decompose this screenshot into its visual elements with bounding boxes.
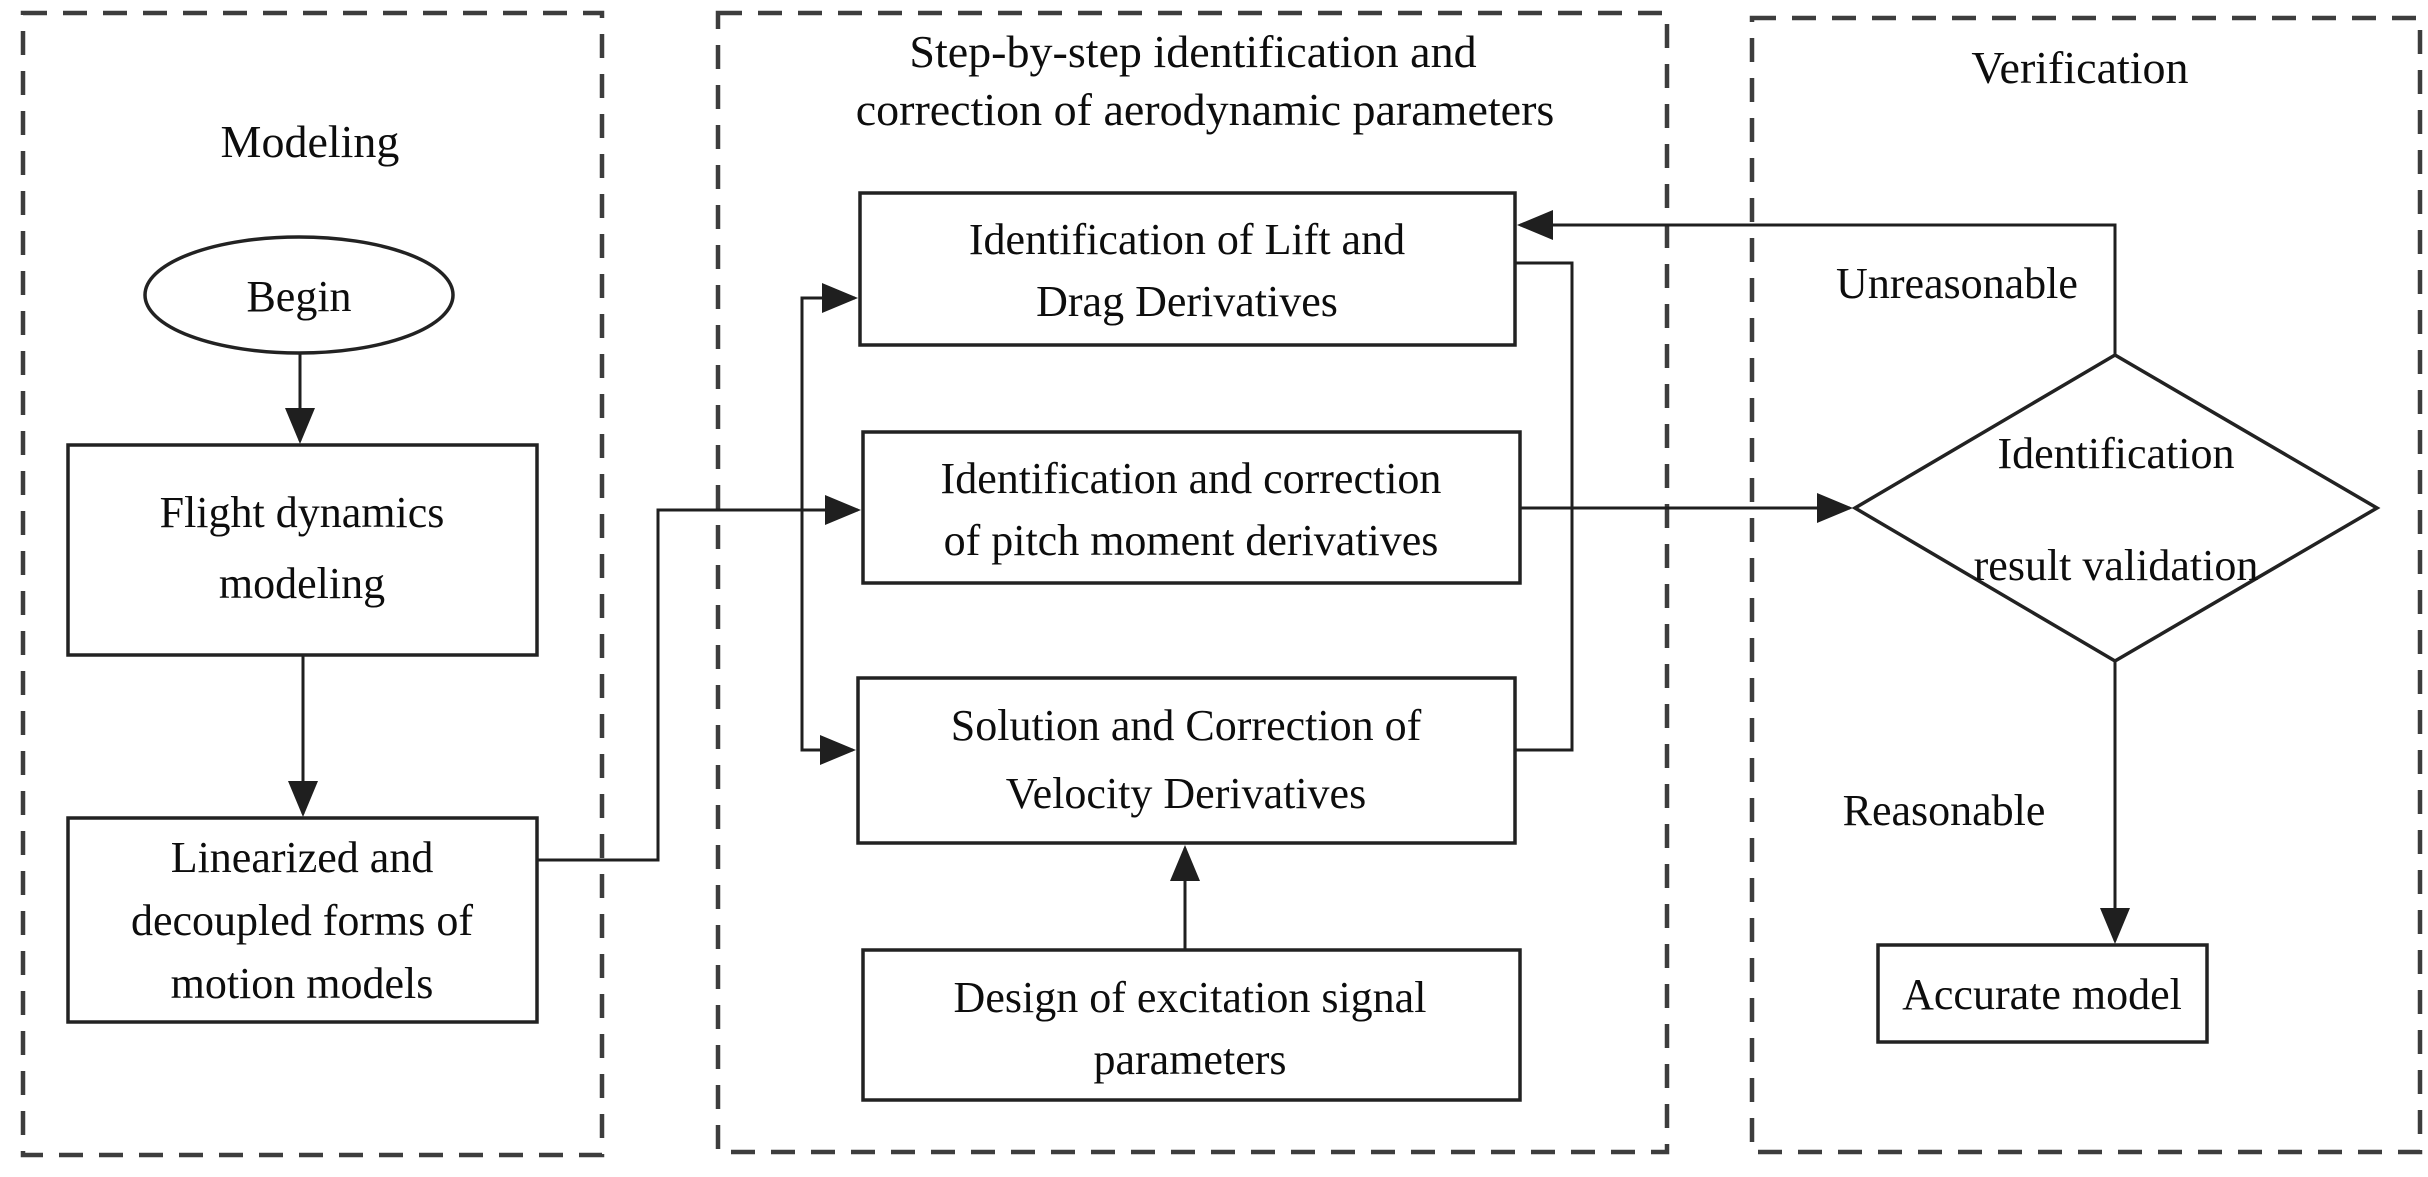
velocity-label-line2: Velocity Derivatives [1006,769,1366,818]
begin-ellipse [143,235,455,355]
linearized-box [66,816,539,1024]
excitation-label-line2: parameters [1094,1035,1287,1084]
linearized-label-line1: Linearized and [171,833,434,882]
validation-label-line2: result validation [1974,541,2259,590]
reasonable-edge-label: Reasonable [1843,786,2046,835]
pitch-moment-label-line2: of pitch moment derivatives [944,516,1439,565]
velocity-label-line1: Solution and Correction of [951,701,1422,750]
excitation-box [861,948,1522,1102]
unreasonable-edge-label: Unreasonable [1836,259,2078,308]
pitch-moment-box [861,430,1522,585]
velocity-box [856,676,1517,845]
accurate-model-label: Accurate model [1902,970,2182,1019]
linearized-label-line3: motion models [171,959,434,1008]
flight-dynamics-box [66,443,539,657]
pitch-moment-label-line1: Identification and correction [941,454,1442,503]
identification-panel-title-line2: correction of aerodynamic parameters [856,84,1555,135]
verification-panel-border [1749,15,2423,1155]
linearized-label-line2: decoupled forms of [131,896,473,945]
identification-panel-title-line1: Step-by-step identification and [909,26,1476,77]
lift-drag-box [858,191,1517,347]
modeling-panel-border [20,10,605,1158]
verification-panel-title: Verification [1971,42,2188,93]
modeling-panel-title: Modeling [221,116,400,167]
edge-validation-unreasonable-feedback [1517,210,2117,355]
accurate-model-box [1876,943,2209,1044]
flight-dynamics-label-line1: Flight dynamics [160,488,445,537]
begin-label: Begin [246,272,351,321]
identification-panel-border [715,10,1670,1155]
lift-drag-label-line2: Drag Derivatives [1036,277,1338,326]
edge-branch-to-velocity [800,510,856,765]
edge-branch-to-lift-drag [800,283,858,510]
edge-linearized-to-pitch-moment [537,495,861,862]
lift-drag-label-line1: Identification of Lift and [969,215,1405,264]
validation-label-line1: Identification [1997,429,2234,478]
flight-dynamics-label-line2: modeling [219,559,385,608]
validation-diamond [1851,352,2381,664]
excitation-label-line1: Design of excitation signal [954,973,1427,1022]
